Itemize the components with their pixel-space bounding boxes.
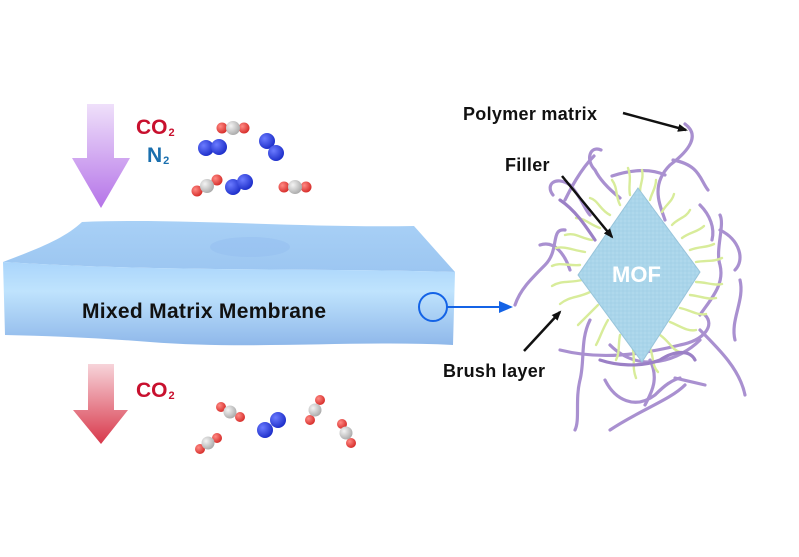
permeate-co2-label: CO2 xyxy=(136,379,175,402)
co2-subscript: 2 xyxy=(168,390,175,402)
co2-molecule xyxy=(195,433,222,454)
co2-molecule xyxy=(191,174,223,197)
co2-formula: CO xyxy=(136,116,168,139)
co2-molecule xyxy=(216,402,245,422)
filler-callout-arrow xyxy=(561,175,614,239)
polymer-callout-arrow xyxy=(622,111,688,132)
filler-label: Filler xyxy=(505,155,550,175)
permeate-arrow-icon xyxy=(73,364,128,444)
co2-subscript: 2 xyxy=(168,127,175,139)
mof-label: MOF xyxy=(612,262,661,287)
feed-arrow-icon xyxy=(72,104,130,208)
brush-callout-arrow xyxy=(523,310,562,352)
feed-molecules xyxy=(191,121,312,197)
n2-molecule xyxy=(198,139,227,156)
n2-molecule xyxy=(259,133,284,161)
membrane-slab xyxy=(3,221,455,346)
co2-formula: CO xyxy=(136,379,168,402)
n2-molecule xyxy=(225,174,253,195)
co2-molecule xyxy=(337,419,356,448)
polymer-chains-front xyxy=(558,198,697,367)
polymer-matrix-label: Polymer matrix xyxy=(463,104,598,124)
n2-formula: N xyxy=(147,144,163,167)
n2-molecule xyxy=(257,412,286,438)
membrane-label: Mixed Matrix Membrane xyxy=(82,300,327,323)
brush-chains xyxy=(550,166,724,380)
n2-subscript: 2 xyxy=(163,155,170,167)
brush-layer-label: Brush layer xyxy=(443,361,546,381)
membrane-front-face xyxy=(3,262,455,346)
co2-molecule xyxy=(305,395,325,425)
feed-n2-label: N2 xyxy=(147,144,170,167)
co2-molecule xyxy=(216,121,250,135)
permeate-molecules xyxy=(195,395,356,454)
feed-co2-label: CO2 xyxy=(136,116,175,139)
co2-molecule xyxy=(278,180,312,194)
